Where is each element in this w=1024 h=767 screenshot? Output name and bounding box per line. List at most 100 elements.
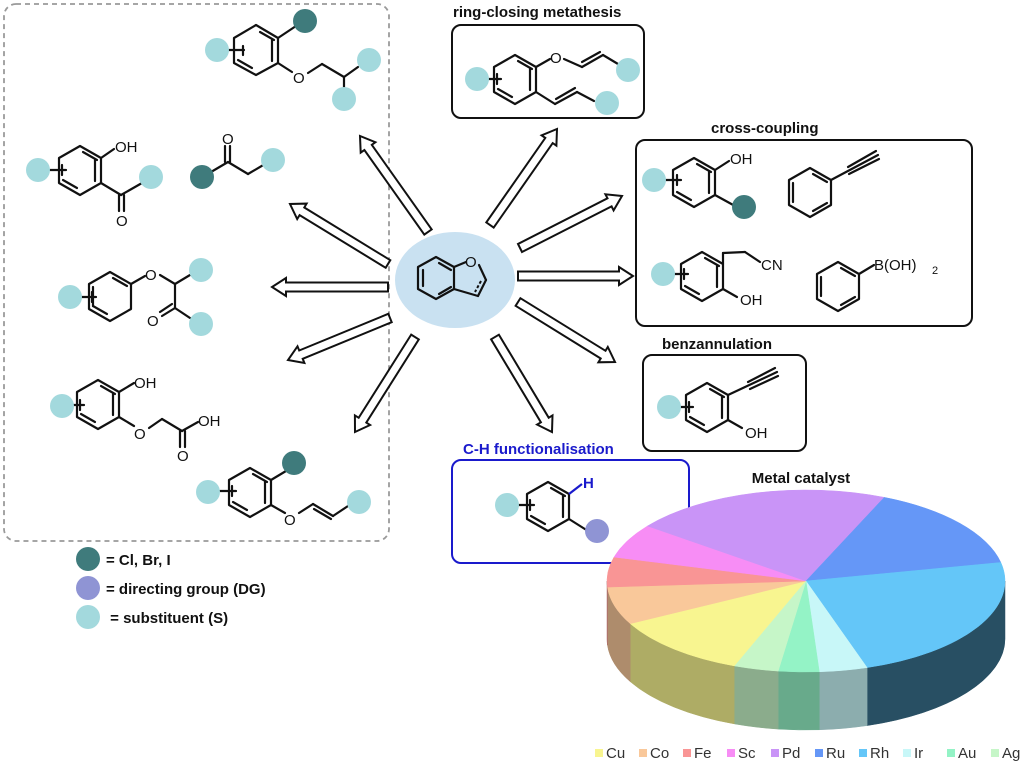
legend-label-rh: Rh — [870, 745, 889, 762]
arrow-to-cross-coupling-upper — [518, 194, 622, 252]
pie-side-au — [778, 671, 819, 730]
legend-label-au: Au — [958, 745, 976, 762]
atom-label-hydrogen: H — [583, 475, 594, 492]
substituent-marker — [50, 394, 74, 418]
atom-label: O — [284, 512, 296, 529]
arrow-to-cross-coupling — [518, 267, 633, 285]
atom-label: OH — [745, 425, 768, 442]
legend-label-halide: = Cl, Br, I — [106, 552, 171, 569]
legend-swatch-substituent — [76, 605, 100, 629]
legend-swatch-pd — [771, 749, 779, 757]
pie-top — [607, 490, 1005, 672]
substituent-marker — [595, 91, 619, 115]
legend-label-directing-group: = directing group (DG) — [106, 581, 266, 598]
substituent-marker — [139, 165, 163, 189]
chart-title: Metal catalyst — [752, 470, 850, 487]
legend-swatch-rh — [859, 749, 867, 757]
method-cross-coupling: cross-coupling OH CN OH — [636, 120, 972, 326]
substituent-marker — [657, 395, 681, 419]
atom-subscript: 2 — [932, 265, 938, 277]
substituent-marker — [495, 493, 519, 517]
legend-swatch-ag — [991, 749, 999, 757]
arrow-to-hydroxyaryl-ketone — [290, 204, 390, 268]
marker-legend: = Cl, Br, I = directing group (DG) = sub… — [76, 547, 266, 629]
structure-aryloxyacetic-acid: OH O OH O — [50, 375, 221, 465]
atom-label: OH — [115, 139, 138, 156]
atom-label: O — [147, 313, 159, 330]
halide-marker — [282, 451, 306, 475]
legend-swatch-ir — [903, 749, 911, 757]
atom-label: O — [222, 131, 234, 148]
legend-label-sc: Sc — [738, 745, 756, 762]
substituent-marker — [261, 148, 285, 172]
atom-label: O — [134, 426, 146, 443]
halide-marker — [190, 165, 214, 189]
pie-side-ag — [735, 666, 778, 729]
core-benzofuran: O — [395, 232, 515, 328]
substituent-marker — [26, 158, 50, 182]
structure-alpha-halo-ketone: O — [190, 131, 285, 189]
substituent-marker — [332, 87, 356, 111]
atom-label: CN — [761, 257, 783, 274]
structure-aryl-vinyl-ether: O — [196, 451, 371, 529]
substituent-marker — [347, 490, 371, 514]
directing-group-marker — [585, 519, 609, 543]
arrow-to-aryl-vinyl-ether — [355, 335, 419, 432]
method-box — [636, 140, 972, 326]
pie-side-ir — [819, 668, 867, 730]
method-title: C-H functionalisation — [463, 441, 614, 458]
legend-label-ag: Ag — [1002, 745, 1020, 762]
legend-label-ru: Ru — [826, 745, 845, 762]
substituent-marker — [357, 48, 381, 72]
substituent-marker — [58, 285, 82, 309]
legend-label-fe: Fe — [694, 745, 712, 762]
structure-hydroxyaryl-ketone: OH O — [26, 139, 163, 230]
legend-swatch-ru — [815, 749, 823, 757]
legend-label-ir: Ir — [914, 745, 923, 762]
substituent-marker — [189, 312, 213, 336]
substituent-marker — [651, 262, 675, 286]
legend-label-co: Co — [650, 745, 669, 762]
legend-swatch-directing-group — [76, 576, 100, 600]
atom-label: OH — [740, 292, 763, 309]
legend-swatch-au — [947, 749, 955, 757]
metal-catalyst-pie-chart: Metal catalyst CuCoFeScPdRuRhIrAuAg — [595, 470, 1020, 762]
halide-marker — [293, 9, 317, 33]
arrow-to-ring-closing-metathesis — [486, 129, 557, 228]
arrow-to-aryloxy-ketone — [272, 278, 388, 296]
arrow-to-aryloxyacetic-acid — [288, 314, 392, 363]
substituent-marker — [189, 258, 213, 282]
method-title: benzannulation — [662, 336, 772, 353]
substituent-marker — [205, 38, 229, 62]
atom-label: O — [550, 50, 562, 67]
substituent-marker — [642, 168, 666, 192]
method-ring-closing-metathesis: ring-closing metathesis O — [452, 4, 644, 118]
method-benzannulation: benzannulation OH — [643, 336, 806, 451]
atom-label: O — [177, 448, 189, 465]
atom-label: O — [145, 267, 157, 284]
legend-swatch-cu — [595, 749, 603, 757]
legend-swatch-halide — [76, 547, 100, 571]
atom-label: O — [293, 70, 305, 87]
atom-label: OH — [134, 375, 157, 392]
halide-marker — [732, 195, 756, 219]
atom-label: O — [116, 213, 128, 230]
substituent-marker — [465, 67, 489, 91]
legend-swatch-sc — [727, 749, 735, 757]
substituent-marker — [616, 58, 640, 82]
method-title: cross-coupling — [711, 120, 819, 137]
method-title: ring-closing metathesis — [453, 4, 621, 21]
atom-label-oxygen: O — [465, 254, 477, 271]
atom-label: OH — [198, 413, 221, 430]
legend-label-substituent: = substituent (S) — [106, 610, 228, 627]
legend-label-cu: Cu — [606, 745, 625, 762]
legend-swatch-fe — [683, 749, 691, 757]
structure-aryloxy-ketone: O O — [58, 258, 213, 336]
pie-legend: CuCoFeScPdRuRhIrAuAg — [595, 745, 1020, 762]
legend-swatch-co — [639, 749, 647, 757]
structure-aryl-halide-ether: O — [205, 9, 381, 111]
arrow-to-aryl-halide-ether — [360, 136, 432, 235]
arrow-to-benzannulation — [516, 298, 615, 362]
arrow-to-ch-functionalisation — [491, 335, 552, 432]
atom-label: OH — [730, 151, 753, 168]
